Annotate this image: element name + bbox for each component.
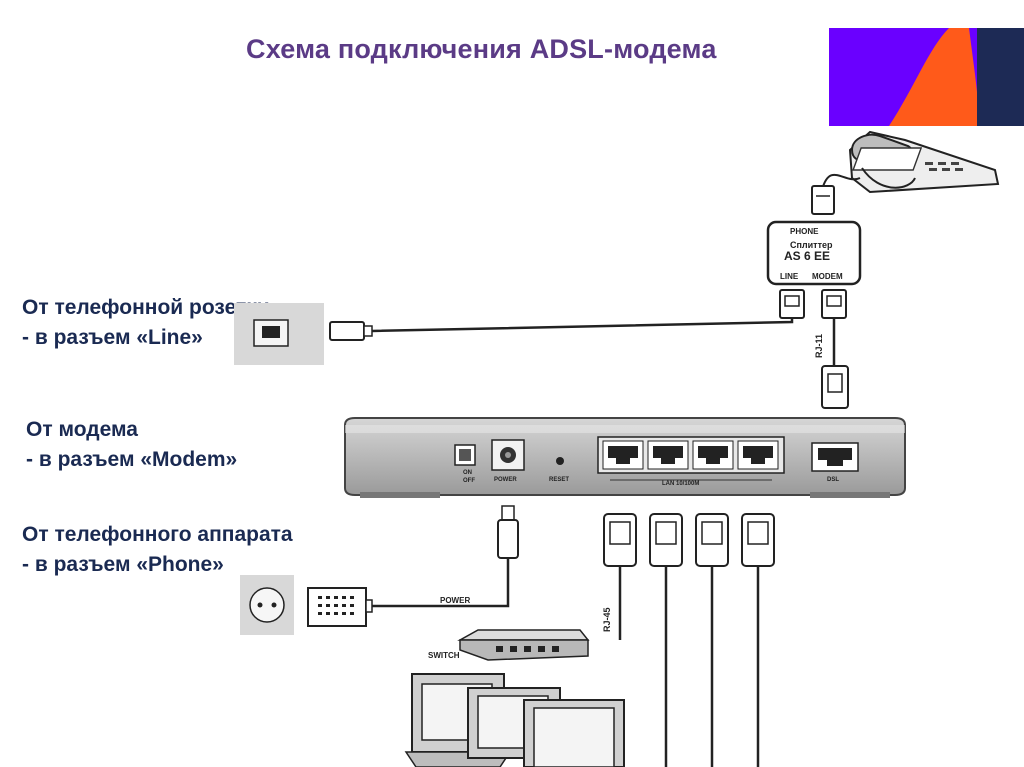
corner-decoration	[829, 28, 1024, 126]
lan-port-1	[602, 440, 644, 470]
caption-phone: От телефонного аппарата - в разъем «Phon…	[22, 520, 293, 580]
lan-label: LAN 10/100M	[662, 481, 699, 487]
lan-port-2	[647, 440, 689, 470]
power-switch: ON OFF	[454, 444, 476, 484]
switch-icon: SWITCH	[428, 629, 590, 661]
switch-on-label: ON	[463, 470, 472, 476]
lan-port-3	[692, 440, 734, 470]
wall-phone-jack-icon	[234, 303, 324, 365]
caption-phone-2: - в разъем «Phone»	[22, 553, 224, 576]
power-jack-label: POWER	[494, 477, 517, 483]
rj45-cables	[618, 566, 760, 767]
power-adapter-icon	[307, 587, 373, 627]
rj11-plug	[821, 365, 849, 409]
splitter-line-plug	[779, 289, 805, 319]
power-cable	[368, 558, 510, 608]
rj45-plug-3	[695, 513, 729, 567]
telephone-icon	[848, 130, 1000, 194]
computer-icon	[523, 699, 625, 767]
phone-cable-plug	[811, 185, 835, 215]
power-plug	[497, 505, 519, 559]
splitter-modem-plug	[821, 289, 847, 319]
caption-line: От телефонной розетки - в разъем «Line»	[22, 293, 270, 353]
switch-label: SWITCH	[428, 651, 460, 660]
switch-off-label: OFF	[463, 478, 475, 484]
caption-line-1: От телефонной розетки	[22, 296, 270, 319]
splitter-name-1: Сплиттер	[790, 240, 833, 250]
splitter-name-2: AS 6 EE	[784, 249, 830, 263]
line-cable-plug	[329, 321, 373, 341]
reset-label: RESET	[549, 477, 569, 483]
splitter-line-label: LINE	[780, 272, 799, 281]
rj45-label: RJ-45	[602, 607, 612, 632]
line-cable	[371, 318, 794, 333]
power-socket-icon	[240, 575, 294, 635]
page-title: Схема подключения ADSL-модема	[246, 34, 717, 64]
rj45-plug-1	[603, 513, 637, 567]
caption-modem-1: От модема	[26, 418, 138, 441]
power-cable-label: POWER	[440, 596, 470, 605]
splitter-phone-label: PHONE	[790, 227, 819, 236]
splitter-box: PHONE Сплиттер AS 6 EE LINE MODEM	[766, 220, 862, 286]
lan-ports: LAN 10/100M	[597, 436, 785, 487]
caption-modem: От модема - в разъем «Modem»	[26, 415, 237, 475]
caption-modem-2: - в разъем «Modem»	[26, 448, 238, 471]
splitter-modem-label: MODEM	[812, 272, 843, 281]
rj11-label: RJ-11	[814, 334, 824, 358]
caption-phone-1: От телефонного аппарата	[22, 523, 293, 546]
caption-line-2: - в разъем «Line»	[22, 326, 203, 349]
rj45-plug-4	[741, 513, 775, 567]
dsl-label: DSL	[827, 477, 839, 483]
dsl-port: DSL	[811, 442, 859, 483]
lan-port-4	[737, 440, 779, 470]
rj45-plug-2	[649, 513, 683, 567]
power-jack: POWER	[491, 439, 525, 483]
reset-button: RESET	[549, 457, 569, 483]
